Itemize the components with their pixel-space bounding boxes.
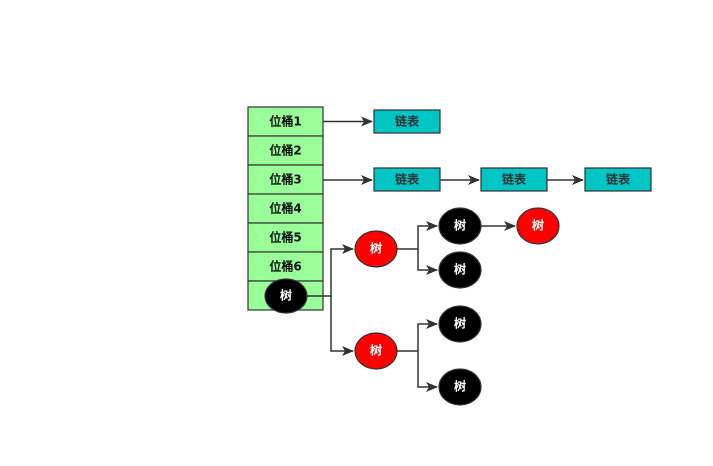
edge-lower-to-child1 xyxy=(397,319,438,352)
bucket-3-label: 位桶3 xyxy=(269,172,301,187)
list-node-1: 链表 xyxy=(373,109,441,134)
edge-root-to-upper xyxy=(307,244,354,297)
bucket-4-label: 位桶4 xyxy=(269,201,301,216)
list-node-4: 链表 xyxy=(584,167,652,192)
bucket-1: 位桶1 xyxy=(247,106,324,137)
list-node-3: 链表 xyxy=(480,167,548,192)
tree-node-upper-red: 树 xyxy=(354,230,398,268)
edge-upper-to-child2 xyxy=(417,249,438,275)
bucket-5-label: 位桶5 xyxy=(269,230,301,245)
bucket-1-label: 位桶1 xyxy=(269,114,301,129)
linked-list-nodes: 链表 链表 链表 链表 xyxy=(373,109,652,192)
tree-node-lower-black-2-label: 树 xyxy=(454,379,466,394)
tree-node-upper-black-1: 树 xyxy=(438,207,482,245)
edge-upper-to-child1 xyxy=(397,221,438,250)
connectors xyxy=(307,116,584,392)
tree-nodes: 树 树 树 树 树 树 树 树 xyxy=(264,207,560,406)
bucket-2-label: 位桶2 xyxy=(269,143,301,158)
list-node-2: 链表 xyxy=(373,167,441,192)
tree-node-upper-black-1-label: 树 xyxy=(454,218,466,233)
tree-node-upper-red-label: 树 xyxy=(370,241,382,256)
bucket-5: 位桶5 xyxy=(247,222,324,253)
edge-lower-to-child2 xyxy=(417,351,438,392)
tree-node-root-label: 树 xyxy=(280,288,292,303)
tree-node-upper-black-2-label: 树 xyxy=(454,262,466,277)
tree-node-lower-black-1: 树 xyxy=(438,305,482,343)
list-node-3-label: 链表 xyxy=(502,172,527,187)
bucket-2: 位桶2 xyxy=(247,135,324,166)
list-node-4-label: 链表 xyxy=(606,172,631,187)
tree-node-lower-black-1-label: 树 xyxy=(454,316,466,331)
list-node-1-label: 链表 xyxy=(395,114,420,129)
tree-node-lower-red: 树 xyxy=(354,332,398,370)
bucket-6: 位桶6 xyxy=(247,251,324,282)
bucket-3: 位桶3 xyxy=(247,164,324,195)
tree-node-root: 树 xyxy=(264,278,308,314)
edge-root-to-lower xyxy=(330,296,354,356)
tree-node-lower-black-2: 树 xyxy=(438,368,482,406)
tree-node-lower-red-label: 树 xyxy=(370,343,382,358)
bucket-4: 位桶4 xyxy=(247,193,324,224)
list-node-2-label: 链表 xyxy=(395,172,420,187)
tree-node-far-red: 树 xyxy=(516,207,560,245)
bucket-6-label: 位桶6 xyxy=(269,259,301,274)
tree-node-far-red-label: 树 xyxy=(532,218,544,233)
tree-node-upper-black-2: 树 xyxy=(438,251,482,289)
